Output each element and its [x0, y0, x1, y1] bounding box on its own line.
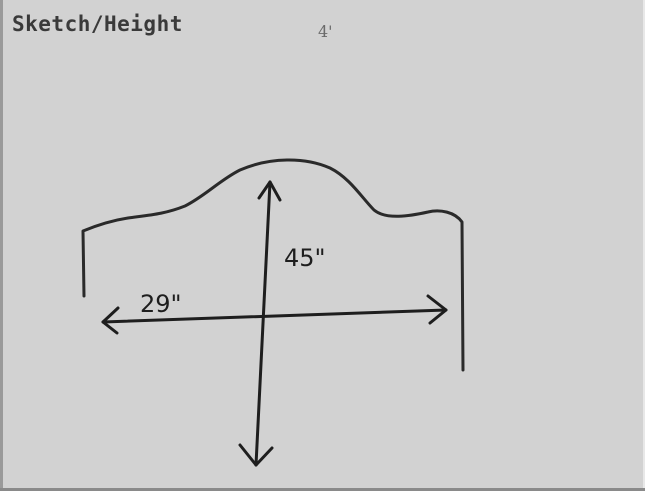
width-arrow-shaft: [101, 308, 448, 324]
page-left-edge: [0, 0, 3, 491]
page-right-edge: [643, 0, 645, 491]
height-label: 45": [284, 244, 326, 272]
headboard-outline: [81, 158, 465, 372]
width-arrow-left-head: [101, 306, 120, 335]
height-arrow-bottom-head: [238, 443, 274, 467]
sketch-height-label: Sketch/Height: [12, 12, 183, 36]
page-bottom-edge: [0, 488, 645, 491]
width-arrow-right-head: [426, 294, 448, 325]
corner-mark: 4': [318, 22, 333, 41]
height-arrow-shaft: [254, 180, 272, 467]
height-arrow-top-head: [257, 180, 282, 202]
width-label: 29": [140, 290, 182, 318]
